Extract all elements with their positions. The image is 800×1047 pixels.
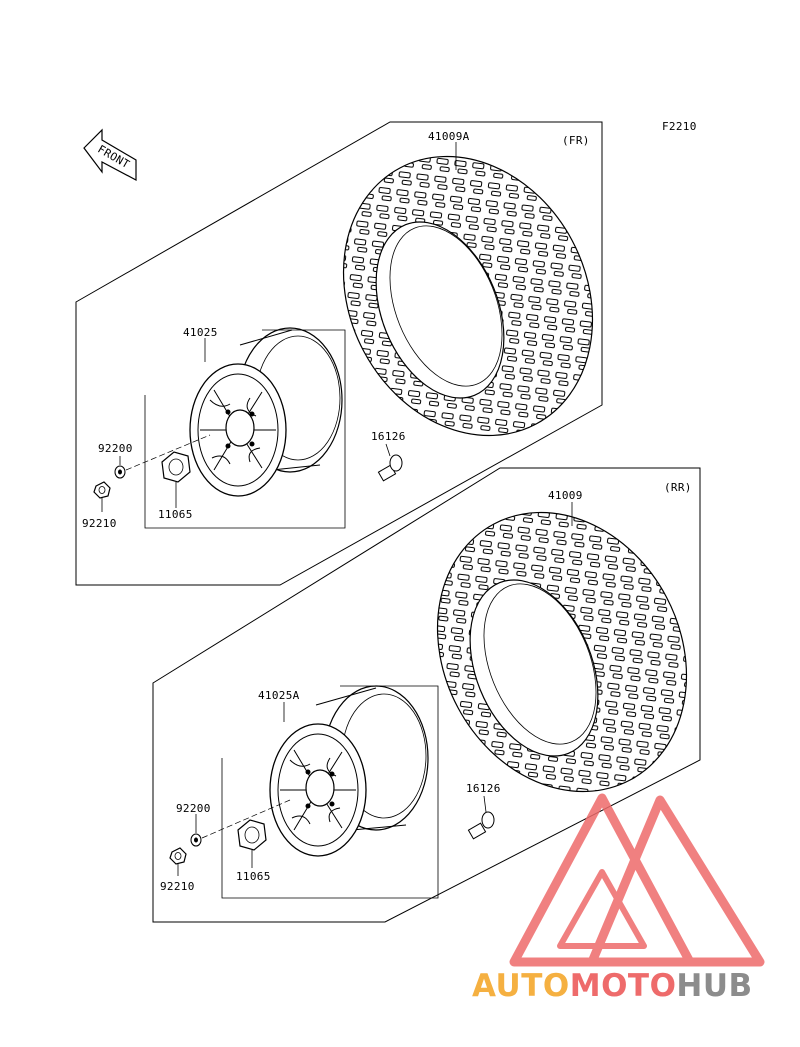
front-tire-part: 41009A (428, 130, 470, 143)
watermark-text: AUTOMOTOHUB (472, 968, 753, 1004)
rear-section-frame (152, 467, 701, 923)
watermark-text-moto: MOTO (570, 968, 677, 1004)
rear-tire (436, 511, 688, 793)
front-nut (93, 481, 111, 512)
front-position-label: (FR) (562, 134, 590, 147)
front-nut-part: 92210 (82, 517, 117, 530)
watermark-text-auto: AUTO (472, 968, 570, 1004)
rear-washer (190, 799, 291, 847)
front-washer (114, 434, 211, 479)
front-section: (FR) 41009A (75, 121, 603, 586)
rear-wheel-part: 41025A (258, 689, 300, 702)
front-valve-part: 16126 (371, 430, 406, 443)
rear-cap-part: 11065 (236, 870, 271, 883)
rear-tire-part: 41009 (548, 489, 583, 502)
rear-wheel (269, 685, 429, 857)
watermark-logo-icon (509, 793, 765, 967)
automotohub-watermark: AUTOMOTOHUB (472, 793, 765, 1004)
front-washer-part: 92200 (98, 442, 133, 455)
rear-valve-part: 16126 (466, 782, 501, 795)
rear-cap (237, 819, 267, 868)
front-section-frame (75, 121, 603, 586)
front-wheel (189, 327, 343, 497)
rear-nut-part: 92210 (160, 880, 195, 893)
rear-position-label: (RR) (664, 481, 692, 494)
diagram-code: F2210 (662, 120, 697, 133)
front-wheel-part: 41025 (183, 326, 218, 339)
front-cap-part: 11065 (158, 508, 193, 521)
watermark-text-hub: HUB (676, 968, 752, 1004)
front-tire (342, 155, 594, 437)
front-valve (377, 443, 403, 482)
front-arrow-icon: FRONT (83, 128, 137, 181)
front-cap (161, 451, 191, 508)
rear-section: (RR) 41009 (152, 467, 701, 923)
rear-valve (467, 795, 495, 840)
rear-nut (169, 847, 187, 876)
rear-washer-part: 92200 (176, 802, 211, 815)
